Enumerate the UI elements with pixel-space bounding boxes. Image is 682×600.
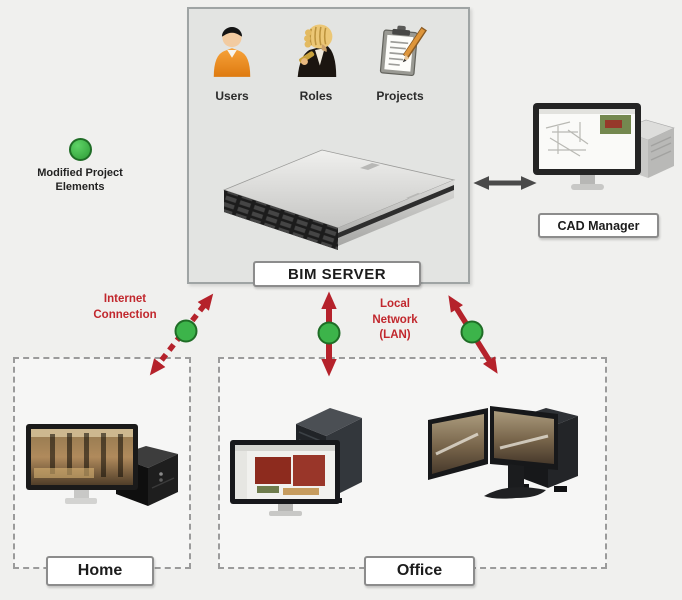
legend-line1: Modified Project (37, 167, 123, 179)
cad-manager-workstation-image (533, 103, 675, 190)
users-label: Users (215, 89, 249, 103)
roles-item: Roles (285, 22, 347, 103)
green-dot-icon (68, 138, 92, 161)
home-computer-image (26, 424, 178, 506)
roles-icon (290, 22, 342, 85)
rack-server-image (222, 149, 456, 250)
roles-label: Roles (299, 89, 333, 103)
internet-connection-label: Internet Connection (93, 293, 157, 321)
bim-server-label: BIM SERVER (253, 261, 421, 287)
server-icon-row: Users Roles (187, 22, 470, 103)
cad-monitor (533, 103, 641, 190)
home-label: Home (46, 556, 154, 586)
office-label: Office (364, 556, 475, 586)
office2-stand (484, 464, 546, 499)
users-icon (208, 22, 256, 85)
home-monitor (26, 424, 138, 504)
office1-monitor (230, 440, 340, 516)
sync-dot-lan-1 (317, 321, 341, 345)
office-workstation-2-image (428, 406, 578, 499)
office2-right-monitor (490, 406, 558, 470)
legend-line2: Elements (55, 181, 105, 194)
lan-label: Local Network (LAN) (372, 298, 418, 342)
projects-item: Projects (369, 22, 431, 103)
sync-dot-internet (174, 319, 198, 343)
cad-manager-label: CAD Manager (538, 213, 659, 238)
projects-icon (372, 22, 428, 85)
projects-label: Projects (376, 89, 424, 103)
users-item: Users (201, 22, 263, 103)
office2-left-monitor (428, 408, 488, 480)
sync-dot-lan-2 (460, 320, 484, 344)
modified-elements-legend: Modified Project Elements (14, 138, 146, 195)
office-workstation-1-image (230, 408, 362, 516)
